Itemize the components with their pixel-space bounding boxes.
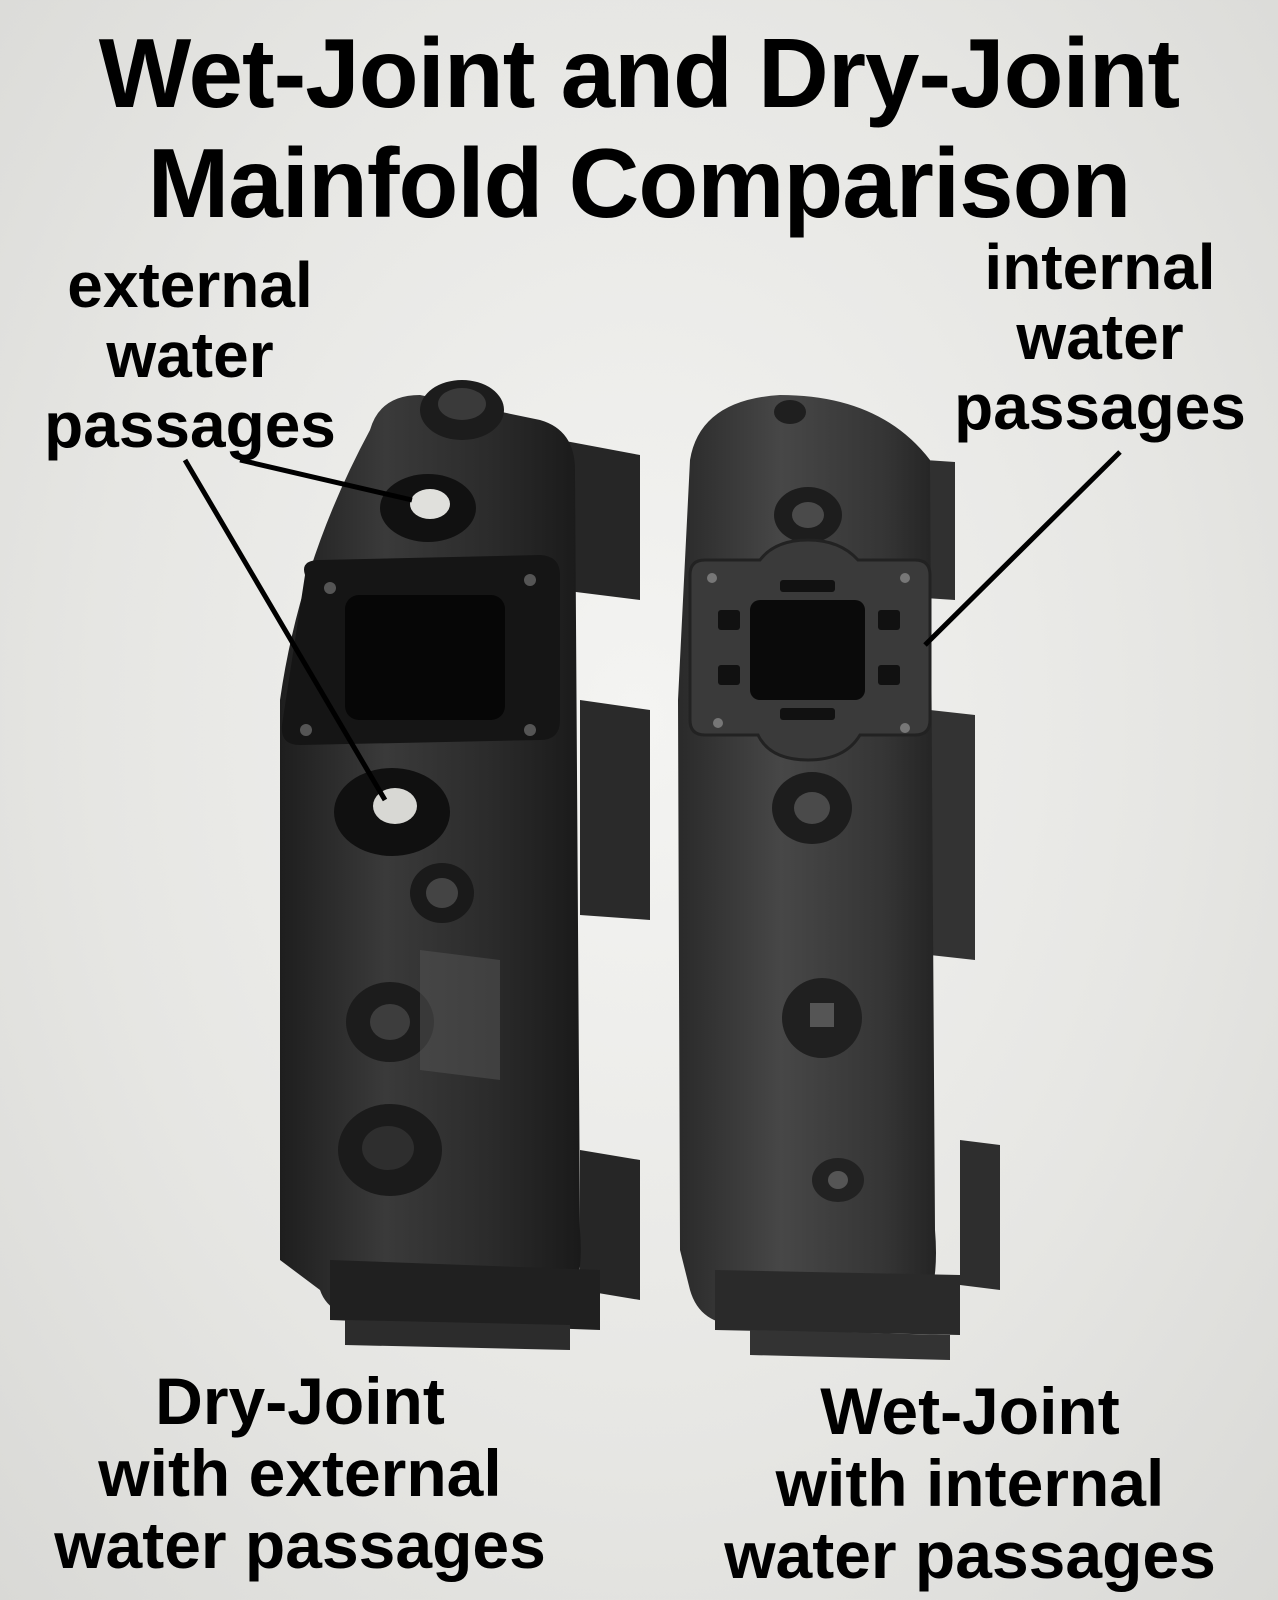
caption-line: water passages (54, 1508, 546, 1582)
title-line-2: Mainfold Comparison (147, 128, 1132, 238)
label-external-water-passages: external water passages (20, 250, 360, 460)
label-line: water (106, 319, 274, 391)
caption-dry-joint: Dry-Joint with external water passages (20, 1365, 580, 1581)
callout-line-right (923, 450, 1122, 647)
caption-line: with external (98, 1436, 502, 1510)
page-title: Wet-Joint and Dry-Joint Mainfold Compari… (0, 18, 1278, 238)
caption-line: with internal (775, 1446, 1165, 1520)
label-line: passages (954, 371, 1246, 443)
label-line: external (67, 249, 313, 321)
caption-line: Dry-Joint (155, 1364, 445, 1438)
caption-line: Wet-Joint (820, 1374, 1120, 1448)
title-line-1: Wet-Joint and Dry-Joint (98, 18, 1180, 128)
wet-joint-manifold (678, 395, 1000, 1360)
label-line: internal (984, 231, 1216, 303)
label-line: passages (44, 389, 336, 461)
label-line: water (1016, 301, 1184, 373)
label-internal-water-passages: internal water passages (920, 232, 1278, 442)
caption-line: water passages (724, 1518, 1216, 1592)
caption-wet-joint: Wet-Joint with internal water passages (690, 1375, 1250, 1591)
dry-joint-manifold (280, 380, 650, 1350)
callout-lines-left (182, 457, 413, 802)
